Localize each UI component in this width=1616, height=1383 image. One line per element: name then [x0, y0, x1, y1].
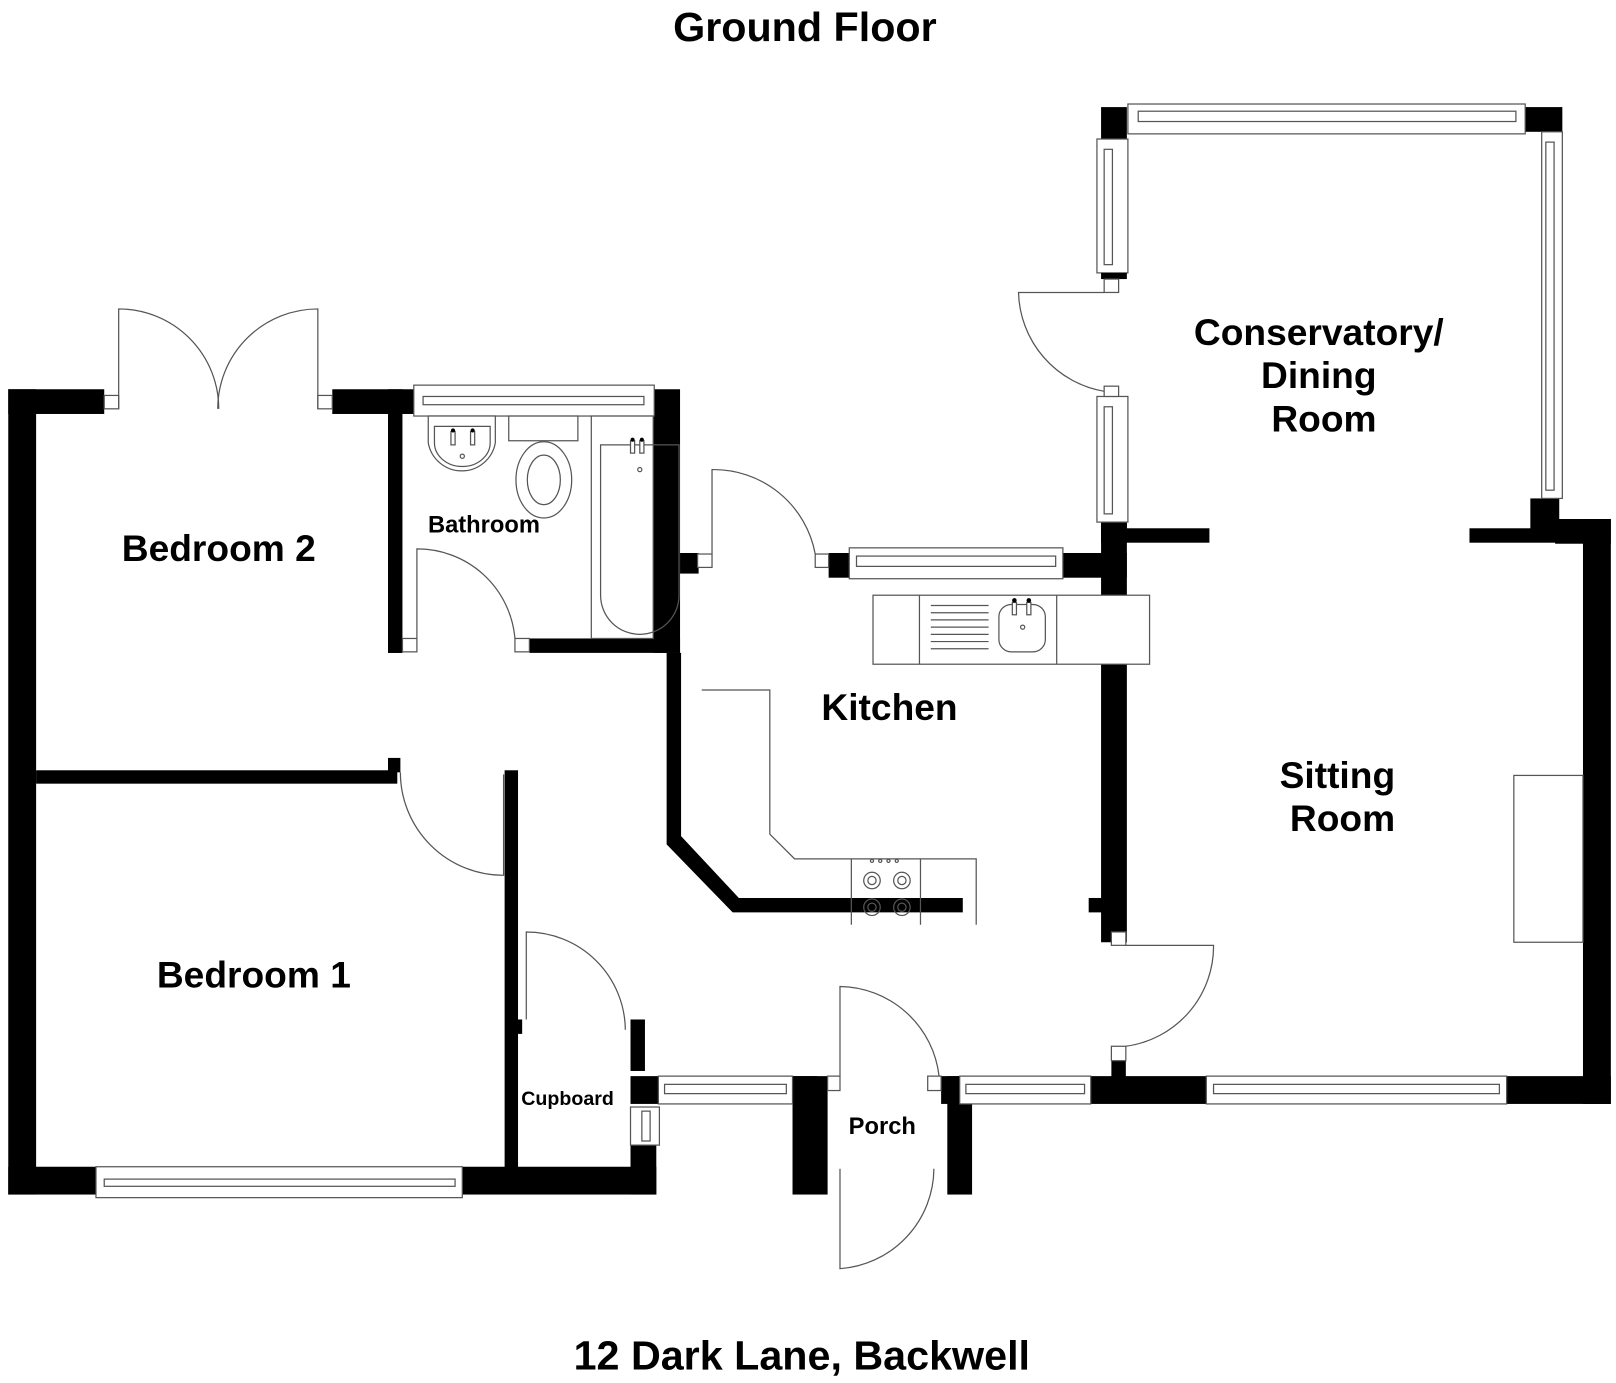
room-label-conservatory-line3: Room — [1271, 398, 1376, 440]
window-conservatory-top — [1127, 103, 1526, 135]
wall-bedroom-divider — [36, 770, 398, 784]
window-kitchen — [848, 547, 1064, 580]
wall-bath-bottom — [529, 638, 681, 653]
room-label-porch: Porch — [849, 1114, 916, 1140]
room-label-conservatory: Conservatory/ Dining Room — [1194, 311, 1454, 439]
wall-cons-bottom-left — [1101, 528, 1210, 543]
room-label-sitting-line1: Sitting — [1280, 754, 1396, 796]
wall-cons-right-post — [1530, 498, 1560, 540]
window-bedroom1 — [95, 1166, 463, 1199]
door-cupboard — [525, 931, 626, 1030]
room-label-conservatory-line2: Dining — [1261, 354, 1377, 396]
room-labels: Conservatory/ Dining Room Sitting Room K… — [122, 311, 1454, 1140]
room-label-conservatory-line1: Conservatory/ — [1194, 311, 1444, 353]
wall-sitting-bottom-left — [1090, 1076, 1207, 1104]
wall-kitchen-sitting — [1101, 520, 1127, 943]
door-bedroom2-french — [103, 308, 333, 410]
wall-kitchen-top-left — [828, 552, 850, 578]
floor-title: Ground Floor — [673, 4, 937, 50]
wall-cupboard-jamb — [515, 1019, 523, 1034]
wall-bath-right — [653, 389, 681, 653]
window-conservatory-right — [1541, 131, 1563, 500]
walls — [8, 107, 1611, 1195]
fixtures — [427, 415, 1584, 943]
wall-bottom-left — [8, 1166, 98, 1195]
window-conservatory-left-bottom — [1096, 395, 1129, 523]
kitchen-sink-unit — [872, 594, 1151, 665]
doors — [103, 278, 1215, 1270]
room-label-bathroom: Bathroom — [428, 512, 540, 538]
door-bedroom1 — [399, 772, 505, 876]
address-caption: 12 Dark Lane, Backwell — [574, 1333, 1030, 1379]
wall-bath-left — [388, 389, 403, 653]
window-sitting-room — [1205, 1075, 1508, 1105]
wall-bottom-right — [462, 1166, 657, 1195]
wall-porch-left-inner — [792, 1076, 818, 1104]
door-conservatory — [1017, 278, 1120, 398]
wall-kitchen-sitting-stub — [1088, 897, 1115, 913]
windows — [95, 103, 1563, 1199]
door-porch-front — [839, 1168, 935, 1270]
door-porch-inner — [826, 985, 942, 1092]
window-conservatory-left-top — [1096, 138, 1129, 280]
wall-bath-bottom-left — [388, 638, 403, 653]
kitchen-worktop-l — [701, 689, 977, 925]
wall-bedroom-divider-post — [388, 757, 401, 773]
wall-top-left — [8, 389, 105, 414]
window-hall — [657, 1075, 794, 1105]
wall-cons-top-left-post — [1101, 107, 1127, 141]
window-hall-right — [959, 1075, 1092, 1105]
wall-bedroom1-right — [504, 770, 519, 1172]
wall-sitting-bottom-right — [1506, 1076, 1611, 1104]
wall-sitting-right-top — [1555, 519, 1611, 544]
wall-hall-bottom-left — [630, 1076, 659, 1104]
sink-icon — [998, 598, 1046, 653]
bath-icon — [590, 415, 680, 640]
room-label-sitting-line2: Room — [1290, 797, 1395, 839]
hob-icon — [863, 858, 911, 917]
window-cupboard — [629, 1106, 661, 1146]
door-kitchen-back — [696, 468, 830, 569]
door-sitting-room — [1110, 931, 1215, 1062]
fireplace-hearth — [1513, 774, 1584, 943]
wall-kitchen-top-stub — [680, 552, 699, 574]
wall-cupboard-right — [630, 1019, 645, 1071]
window-bathroom — [413, 384, 655, 417]
wall-sitting-right — [1582, 519, 1611, 1104]
wall-left-outer — [8, 389, 37, 1195]
room-label-sitting: Sitting Room — [1280, 754, 1406, 839]
drainer-icon — [930, 604, 989, 650]
room-label-bedroom1: Bedroom 1 — [157, 954, 351, 996]
basin-icon — [427, 415, 496, 472]
wall-cons-top-right-post — [1525, 107, 1563, 132]
toilet-icon — [508, 415, 579, 519]
room-label-bedroom2: Bedroom 2 — [122, 527, 316, 569]
room-label-kitchen: Kitchen — [821, 686, 957, 728]
room-label-cupboard: Cupboard — [521, 1088, 614, 1110]
wall-sitting-door-jamb — [1111, 1060, 1126, 1082]
door-bathroom — [401, 548, 530, 653]
